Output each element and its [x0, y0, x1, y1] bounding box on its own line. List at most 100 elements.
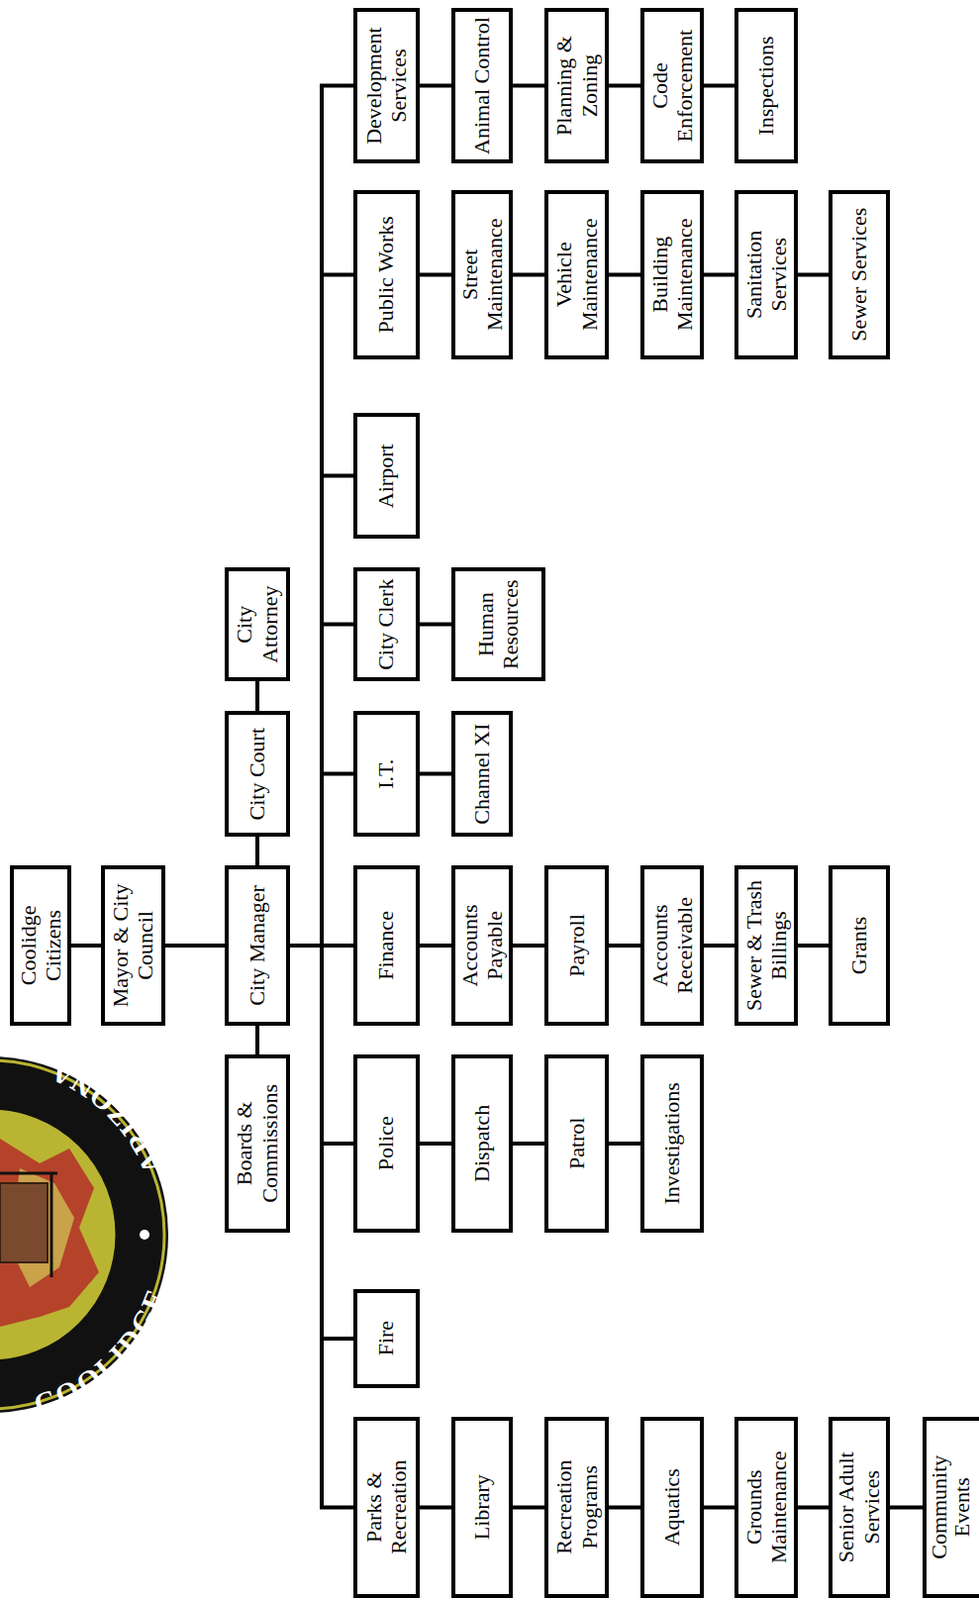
seal-post [50, 1173, 54, 1277]
org-box: Senior Adult Services [828, 1416, 890, 1598]
org-box: Sewer & Trash Billings [734, 865, 798, 1026]
box-label: Fire [373, 1320, 398, 1356]
org-box: Aquatics [640, 1416, 704, 1598]
org-box: City Court [224, 710, 291, 837]
box-label: City Clerk [373, 579, 398, 671]
box-label: Grants [846, 916, 872, 976]
box-label: Patrol [564, 1117, 589, 1171]
org-connector [255, 1025, 260, 1055]
org-box: Building Maintenance [640, 190, 704, 360]
box-label: Inspections [753, 35, 779, 135]
org-box: Recreation Programs [544, 1416, 609, 1598]
org-box: Grounds Maintenance [734, 1416, 798, 1598]
box-label: Animal Control [469, 16, 494, 155]
box-label: Recreation Programs [551, 1424, 602, 1590]
seal-rim [0, 1060, 165, 1409]
seal-mountains [0, 1138, 99, 1327]
org-connector [513, 943, 545, 948]
box-label: Community Events [927, 1424, 974, 1590]
box-label: Grounds Maintenance [741, 1424, 792, 1590]
box-label: Public Works [373, 215, 398, 333]
box-label: Investigations [659, 1081, 685, 1204]
org-connector [608, 273, 641, 278]
box-label: Boards & Commissions [231, 1062, 283, 1225]
org-box: Airport [353, 412, 420, 539]
org-connector [290, 945, 354, 1144]
org-connector [165, 943, 225, 948]
org-box: City Manager [224, 865, 291, 1026]
org-box: Channel XI [451, 710, 514, 837]
org-connector [419, 84, 452, 89]
box-label: Finance [373, 910, 398, 980]
box-label: Sanitation Services [741, 197, 792, 352]
box-label: Senior Adult Services [833, 1424, 884, 1590]
org-connector [513, 1141, 545, 1146]
org-connector [290, 86, 354, 947]
box-label: City Manager [244, 884, 270, 1006]
org-box: Parks & Recreation [353, 1416, 420, 1598]
seal-ring [0, 1056, 169, 1413]
org-box: Coolidge Citizens [9, 865, 72, 1026]
org-box: Boards & Commissions [224, 1054, 291, 1233]
org-connector [797, 273, 829, 278]
box-label: Human Resources [473, 575, 524, 674]
org-box: City Clerk [353, 567, 420, 682]
org-box: Vehicle Maintenance [544, 190, 609, 360]
box-label: Channel XI [469, 723, 494, 825]
box-label: Payroll [564, 913, 589, 978]
org-connector [797, 943, 829, 948]
org-connector [419, 622, 452, 627]
box-label: Sewer & Trash Billings [741, 873, 792, 1018]
box-label: City Attorney [231, 575, 283, 674]
box-label: Code Enforcement [647, 15, 698, 156]
org-connector [608, 84, 641, 89]
org-connector [513, 84, 545, 89]
box-label: Planning & Zoning [551, 15, 602, 156]
org-connector [419, 1505, 452, 1510]
org-box: Payroll [544, 865, 609, 1026]
org-box: Planning & Zoning [544, 7, 609, 164]
org-connector [513, 273, 545, 278]
seal-text: COOLIDGE [29, 1284, 172, 1421]
org-connector [608, 1505, 641, 1510]
org-connector [419, 1141, 452, 1146]
org-box: Street Maintenance [451, 190, 514, 360]
box-label: Building Maintenance [647, 197, 698, 352]
org-connector [419, 772, 452, 777]
box-label: City Court [244, 727, 270, 821]
org-box: Development Services [353, 7, 420, 164]
seal-ruin [0, 1182, 48, 1263]
box-label: Vehicle Maintenance [551, 197, 602, 352]
org-connector [71, 943, 101, 948]
org-connector [419, 943, 452, 948]
org-box: I.T. [353, 710, 420, 837]
org-connector [608, 943, 641, 948]
org-connector [290, 945, 354, 1508]
seal-disk [0, 1107, 117, 1362]
org-box: Animal Control [451, 7, 514, 164]
box-label: Mayor & City Council [107, 873, 159, 1018]
org-connector [255, 836, 260, 866]
org-box: Code Enforcement [640, 7, 704, 164]
box-label: Aquatics [659, 1468, 685, 1546]
org-box: Human Resources [451, 567, 547, 682]
box-label: I.T. [373, 759, 398, 789]
org-box: Patrol [544, 1054, 609, 1233]
box-label: Airport [373, 443, 398, 508]
org-connector [513, 1505, 545, 1510]
org-connector [703, 1505, 735, 1510]
org-box: Inspections [734, 7, 798, 164]
org-connector [797, 1505, 829, 1510]
box-label: Street Maintenance [457, 197, 508, 352]
org-connector [419, 273, 452, 278]
org-box: Finance [353, 865, 420, 1026]
org-box: Grants [828, 865, 890, 1026]
box-label: Accounts Payable [457, 873, 508, 1018]
seal-roof [0, 1172, 58, 1175]
org-box: Investigations [640, 1054, 704, 1233]
org-connector [703, 943, 735, 948]
org-box: Accounts Payable [451, 865, 514, 1026]
box-label: Accounts Receivable [647, 873, 698, 1018]
org-connector [255, 681, 260, 711]
